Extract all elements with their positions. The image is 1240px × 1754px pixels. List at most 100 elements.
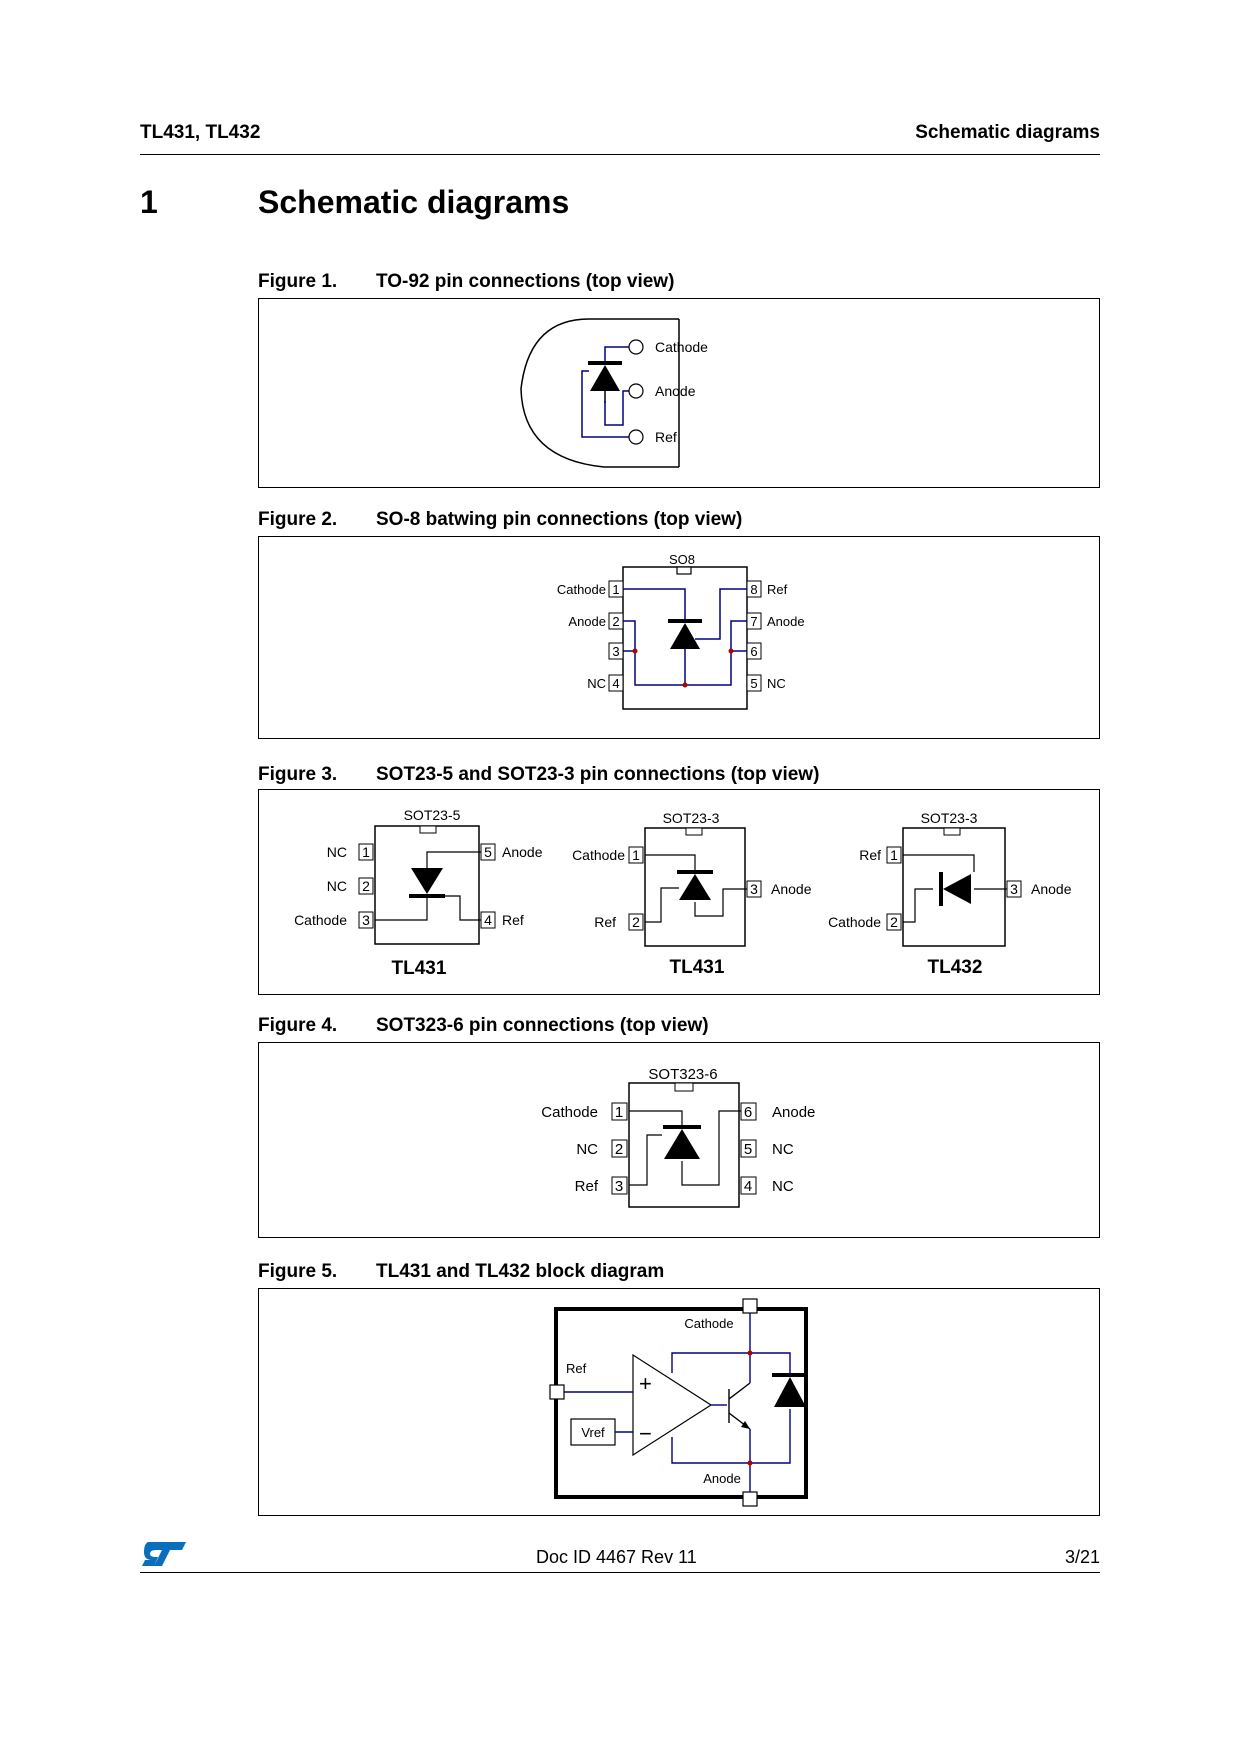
- figure-5-title: TL431 and TL432 block diagram: [376, 1261, 665, 1282]
- anode-label: Anode: [703, 1471, 741, 1486]
- svg-text:6: 6: [744, 1104, 752, 1121]
- sot23-3-tl432-package-label: SOT23-3: [921, 810, 978, 826]
- sot23-3-tl432: SOT23-3 1 Ref 2 Cathode 3 Anode TL43: [828, 810, 1072, 978]
- sot23-5-pin-4-label: Ref: [502, 912, 524, 928]
- to92-label-cathode: Cathode: [655, 339, 708, 355]
- block-junction: [747, 1460, 753, 1466]
- figure-3-box: SOT23-5 1 NC 2 NC 3 Cathode 5 Anode 4 Re…: [258, 789, 1100, 995]
- so8-package-label: SO8: [669, 552, 695, 567]
- sot323-6-zener-icon: [664, 1129, 700, 1159]
- svg-text:3: 3: [362, 912, 370, 928]
- sot23-3-tl431-pin-1-label: Cathode: [572, 847, 625, 863]
- sot323-6-pin-1-label: Cathode: [541, 1104, 598, 1121]
- so8-pin-8-label: Ref: [767, 582, 788, 597]
- sot23-5-pin-3-label: Cathode: [294, 912, 347, 928]
- figure-5-number: Figure 5.: [258, 1261, 338, 1282]
- figure-2-caption: Figure 2.SO-8 batwing pin connections (t…: [258, 509, 742, 531]
- zener-diode-icon: [590, 365, 620, 391]
- svg-text:1: 1: [632, 847, 640, 863]
- so8-pin-6-number: 6: [750, 644, 757, 659]
- svg-text:1: 1: [890, 847, 898, 863]
- so8-wires: [623, 588, 747, 686]
- figure-4-number: Figure 4.: [258, 1015, 338, 1036]
- cathode-terminal: [742, 1298, 758, 1314]
- so8-notch: [676, 566, 692, 575]
- sot23-3-tl432-device-label: TL432: [928, 957, 983, 978]
- figure-4-box: SOT323-6 1 Cathode 2 NC 3 Ref 6 Anode 5 …: [258, 1042, 1100, 1238]
- so8-zener-icon: [670, 623, 700, 649]
- so8-pin-7-number: 7: [750, 614, 757, 629]
- vref-label: Vref: [581, 1425, 605, 1440]
- ref-terminal: [549, 1384, 565, 1400]
- figure-1-box: Cathode Anode Ref: [258, 298, 1100, 488]
- sot23-3-tl432-pin-3-label: Anode: [1031, 881, 1072, 897]
- header-document-title: TL431, TL432: [140, 122, 261, 143]
- svg-text:3: 3: [750, 881, 758, 897]
- sot23-5-pin-2-label: NC: [327, 878, 347, 894]
- figure-4-title: SOT323-6 pin connections (top view): [376, 1015, 709, 1036]
- to92-pin-anode: [628, 383, 644, 399]
- sot23-3-tl432-pin-1-label: Ref: [859, 847, 881, 863]
- svg-text:1: 1: [362, 844, 370, 860]
- st-logo: [140, 1538, 188, 1573]
- sot23-3-tl431-device-label: TL431: [670, 957, 725, 978]
- sot323-6-pin-4-label: NC: [772, 1178, 794, 1195]
- sot323-6-diagram: SOT323-6 1 Cathode 2 NC 3 Ref 6 Anode 5 …: [541, 1066, 815, 1208]
- so8-pin-3-number: 3: [612, 644, 619, 659]
- svg-text:3: 3: [1010, 881, 1018, 897]
- so8-junction: [682, 682, 688, 688]
- sot23-3-tl431-pin-2-label: Ref: [594, 914, 616, 930]
- sot323-6-pin-6-label: Anode: [772, 1104, 815, 1121]
- so8-pin-5-label: NC: [767, 676, 786, 691]
- sot23-5-device-label: TL431: [392, 958, 447, 979]
- sot23-3-tl431-zener-icon: [679, 874, 711, 900]
- so8-pin-2-number: 2: [612, 614, 619, 629]
- sot23-diagrams: SOT23-5 1 NC 2 NC 3 Cathode 5 Anode 4 Re…: [294, 807, 1072, 979]
- so8-pin-4-number: 4: [612, 676, 619, 691]
- svg-text:4: 4: [484, 912, 492, 928]
- to92-wires: [581, 346, 629, 438]
- so8-pin-1-label: Cathode: [557, 582, 606, 597]
- section-number: 1: [140, 184, 158, 220]
- to92-pin-cathode: [628, 339, 644, 355]
- figure-2-box: SO8 1 Cathode 2 Anode 3 4 NC 8 Ref 7 Ano…: [258, 536, 1100, 739]
- so8-junction: [728, 648, 734, 654]
- so8-pin-2-label: Anode: [568, 614, 606, 629]
- block-zener-icon: [774, 1377, 806, 1407]
- so8-pin-5-number: 5: [750, 676, 757, 691]
- cathode-label: Cathode: [684, 1316, 733, 1331]
- svg-text:5: 5: [484, 844, 492, 860]
- figure-3-title: SOT23-5 and SOT23-3 pin connections (top…: [376, 764, 820, 785]
- svg-text:2: 2: [632, 914, 640, 930]
- block-diagram: Cathode Ref Anode Vref + −: [549, 1298, 808, 1507]
- sot323-6-pin-3-label: Ref: [575, 1178, 599, 1195]
- sot323-6-package-label: SOT323-6: [648, 1066, 717, 1083]
- figure-5-box: Cathode Ref Anode Vref + −: [258, 1288, 1100, 1516]
- sot323-6-pin-2-label: NC: [576, 1141, 598, 1158]
- sot23-5-tl431: SOT23-5 1 NC 2 NC 3 Cathode 5 Anode 4 Re…: [294, 807, 543, 979]
- transistor-icon: [728, 1382, 751, 1430]
- svg-text:2: 2: [615, 1141, 623, 1158]
- so8-junction: [632, 648, 638, 654]
- to92-label-ref: Ref: [655, 429, 677, 445]
- figure-1-number: Figure 1.: [258, 271, 338, 292]
- anode-terminal: [742, 1491, 758, 1507]
- so8-pin-4-label: NC: [587, 676, 606, 691]
- so8-pin-8-number: 8: [750, 582, 757, 597]
- vref-block: [570, 1418, 616, 1446]
- to92-pin-ref: [628, 429, 644, 445]
- opamp-minus-label: −: [639, 1421, 652, 1446]
- sot23-5-zener-icon: [411, 868, 443, 894]
- zener-diode-bar: [588, 361, 622, 365]
- so8-pin-1-number: 1: [612, 582, 619, 597]
- header-rule: [140, 154, 1100, 155]
- svg-text:2: 2: [362, 878, 370, 894]
- sot23-3-tl432-zener-icon: [943, 874, 971, 904]
- block-junction: [747, 1350, 753, 1356]
- figure-2-title: SO-8 batwing pin connections (top view): [376, 509, 743, 530]
- to92-outline: [520, 318, 679, 468]
- so8-pin-7-label: Anode: [767, 614, 805, 629]
- footer-rule: [140, 1572, 1100, 1573]
- sot23-3-tl431-package-label: SOT23-3: [663, 810, 720, 826]
- figure-1-title: TO-92 pin connections (top view): [376, 271, 675, 292]
